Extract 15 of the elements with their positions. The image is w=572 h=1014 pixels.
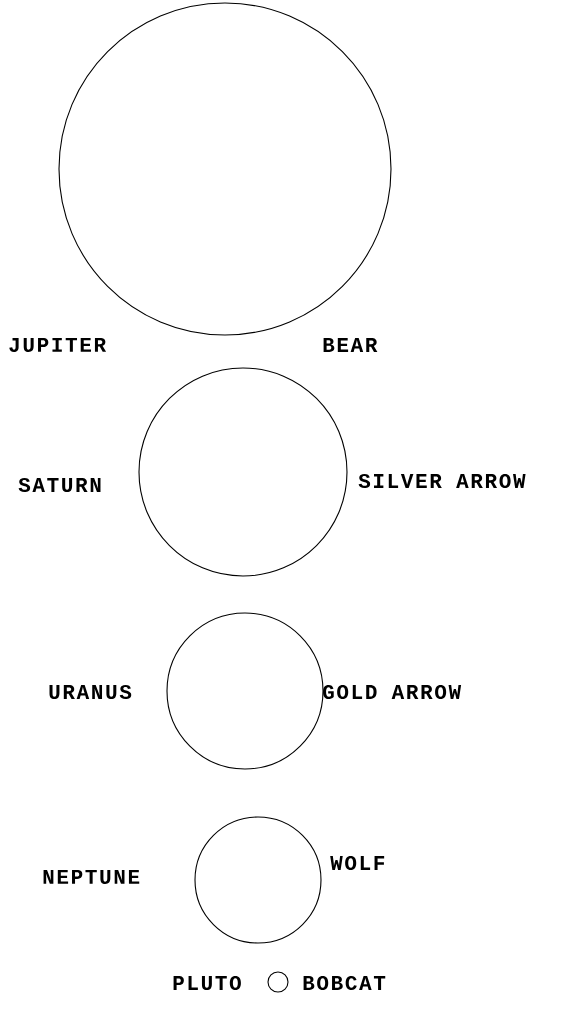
planet-circle: [267, 971, 289, 993]
circle-label: URANUS: [49, 684, 132, 700]
circle-label: GOLD ARROW: [323, 684, 462, 700]
planet-circle: [166, 612, 324, 770]
planet-circle: [138, 367, 348, 577]
circle-label: SATURN: [18, 477, 101, 493]
circle-label: JUPITER: [9, 338, 107, 352]
circle-label: WOLF: [330, 855, 385, 871]
circle-label: PLUTO: [173, 975, 241, 991]
planet-circle: [58, 2, 392, 336]
circle-label: BEAR: [323, 338, 378, 352]
circle-label: BOBCAT: [303, 975, 386, 991]
planet-circle: [194, 816, 322, 944]
circle-label: SILVER ARROW: [358, 473, 526, 489]
circle-label: NEPTUNE: [43, 870, 140, 884]
